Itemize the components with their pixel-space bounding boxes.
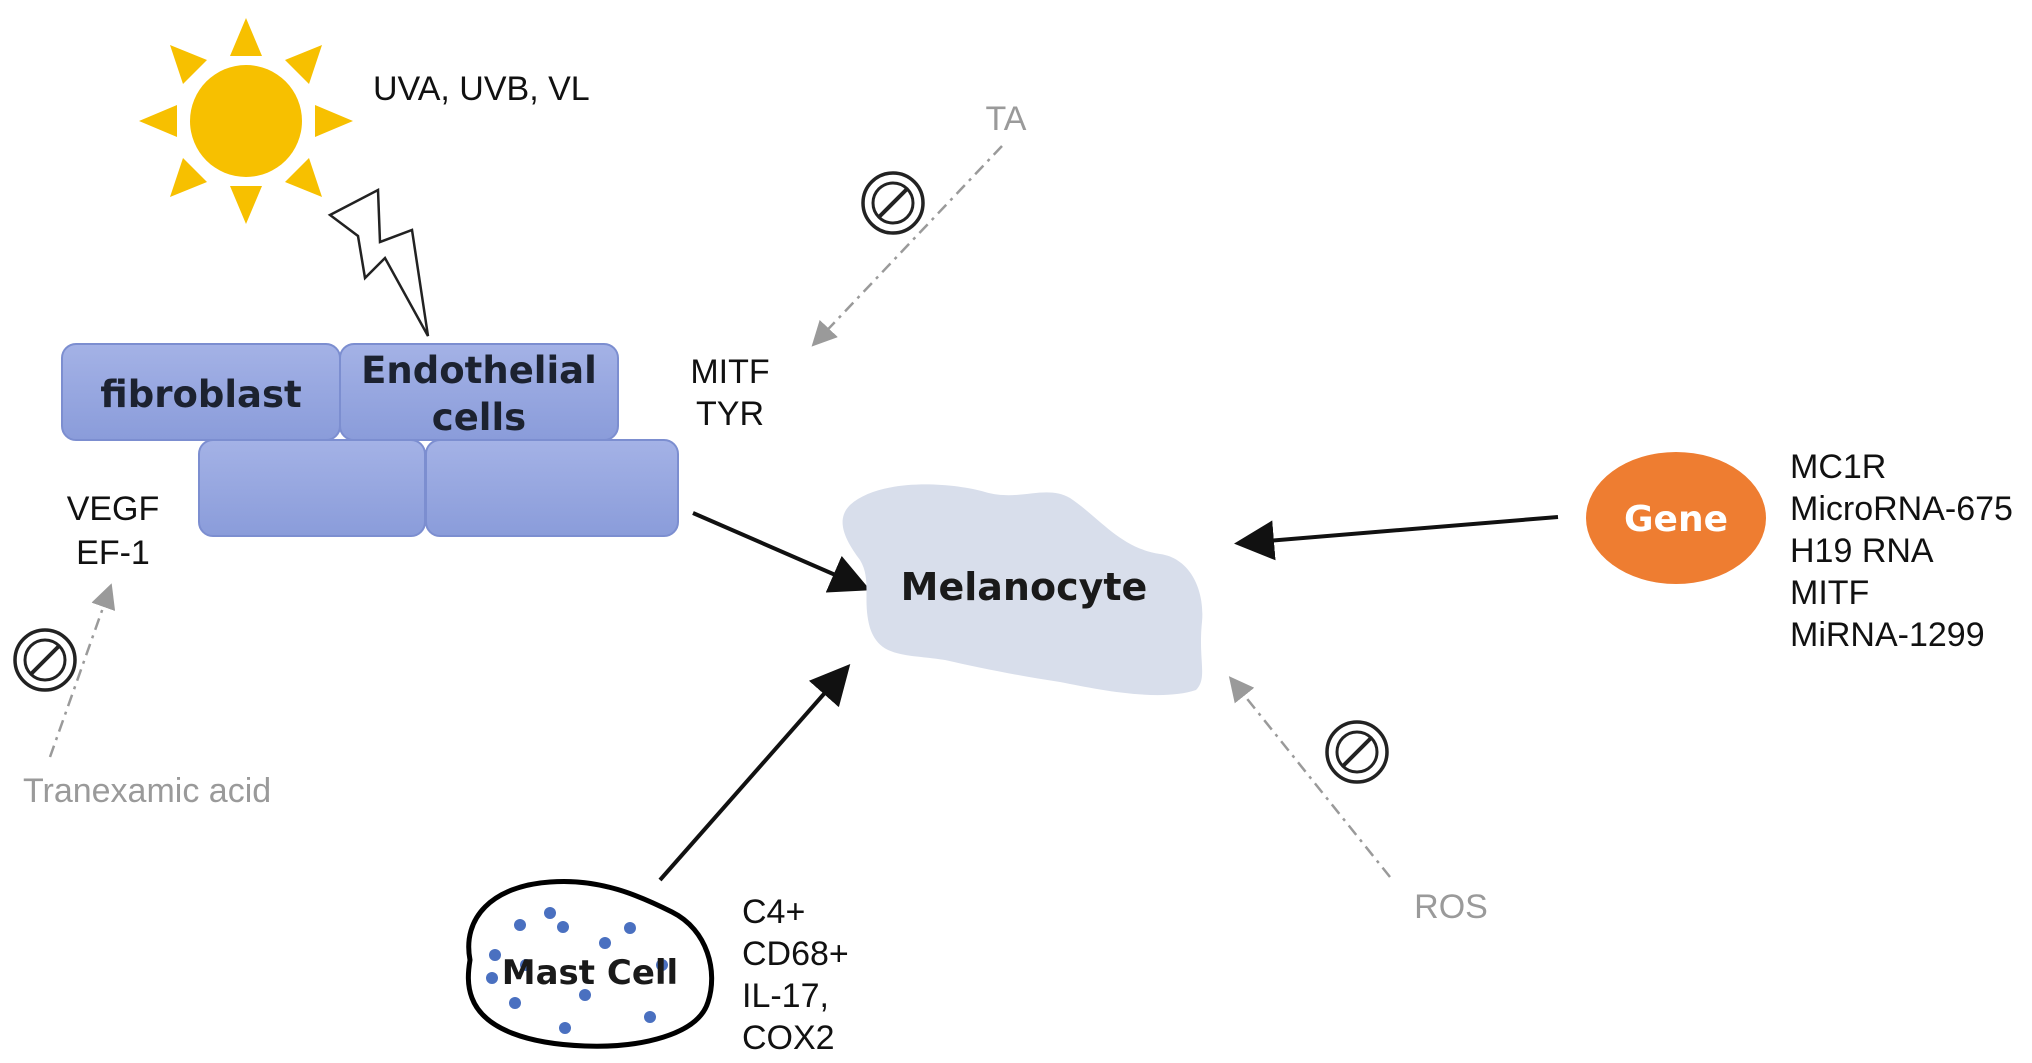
endothelial-label-line2: cells <box>432 396 526 439</box>
marker-tyr: TYR <box>696 395 764 433</box>
mast-item-cd68: CD68+ <box>742 935 849 973</box>
melanocyte-label: Melanocyte <box>901 565 1148 609</box>
gene-item-microrna-675: MicroRNA-675 <box>1790 490 2013 528</box>
gene-item-mitf: MITF <box>1790 574 1869 612</box>
fibroblast-label: fibroblast <box>100 373 301 416</box>
tranexamic-inhibition-arrow <box>48 583 116 758</box>
ros-inhibition-arrow <box>1228 676 1391 878</box>
endothelial-label-line1: Endothelial <box>361 349 597 392</box>
tranexamic-acid-label: Tranexamic acid <box>23 772 271 810</box>
factor-ef1: EF-1 <box>76 534 150 572</box>
gene-label: Gene <box>1624 499 1728 540</box>
ros-label: ROS <box>1414 888 1488 926</box>
sun-icon <box>139 18 353 224</box>
mast-cell-label: Mast Cell <box>502 953 678 993</box>
mastcell-to-melanocyte-arrow <box>658 663 851 882</box>
gene-item-h19-rna: H19 RNA <box>1790 532 1934 570</box>
lightning-bolt-icon <box>327 187 430 337</box>
no-symbol-icon <box>861 171 925 235</box>
gene-to-melanocyte-arrow <box>1234 515 1559 561</box>
mast-cell <box>465 878 715 1049</box>
gene-node <box>1586 452 1766 584</box>
basal-cell-left <box>198 439 426 537</box>
gene-item-mc1r: MC1R <box>1790 448 1886 486</box>
mast-cell-granules <box>486 907 668 1034</box>
melanocyte-cell <box>842 484 1203 696</box>
ta-label: TA <box>986 100 1027 138</box>
light-label: UVA, UVB, VL <box>373 70 590 108</box>
gene-item-mirna-1299: MiRNA-1299 <box>1790 616 1985 654</box>
ta-inhibition-arrow <box>811 145 1003 347</box>
mast-item-c4: C4+ <box>742 893 805 931</box>
basal-cell-right <box>425 439 679 537</box>
skin-cell-layer <box>61 343 679 537</box>
no-symbol-icon <box>13 628 77 692</box>
marker-mitf: MITF <box>690 353 769 391</box>
no-symbol-icon <box>1325 720 1389 784</box>
tissue-to-melanocyte-arrow <box>692 511 871 593</box>
mast-item-il17: IL-17, <box>742 977 829 1015</box>
mast-item-cox2: COX2 <box>742 1019 835 1057</box>
factor-vegf: VEGF <box>67 490 160 528</box>
